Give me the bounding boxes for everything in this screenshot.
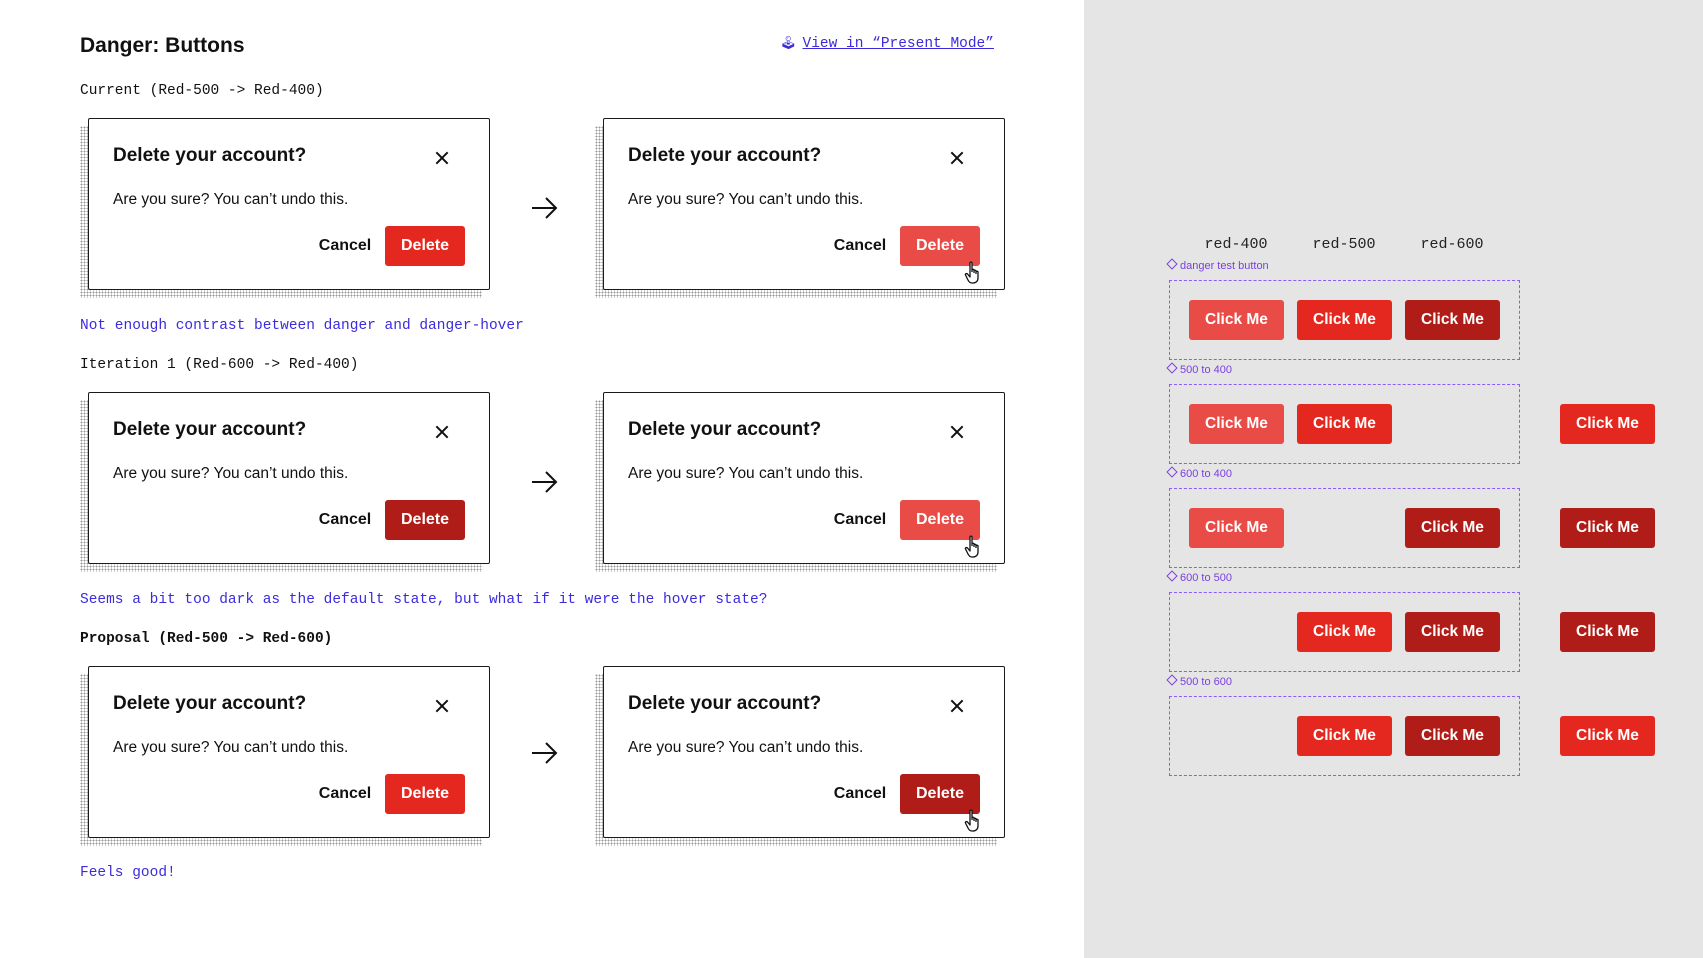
frame-label-500-to-600: 500 to 600 bbox=[1166, 674, 1232, 688]
arrow-right-icon bbox=[532, 197, 558, 219]
click-me-button-red-600[interactable]: Click Me bbox=[1405, 508, 1500, 548]
present-mode-link[interactable]: 🕹 View in “Present Mode” bbox=[780, 36, 994, 52]
delete-button[interactable]: Delete bbox=[385, 500, 465, 540]
delete-account-dialog: Delete your account? Are you sure? You c… bbox=[603, 666, 1005, 838]
click-me-button-red-500[interactable]: Click Me bbox=[1297, 404, 1392, 444]
section-heading-iteration-1: Iteration 1 (Red-600 -> Red-400) bbox=[80, 357, 359, 373]
click-me-button-red-400[interactable]: Click Me bbox=[1189, 508, 1284, 548]
section-heading-current: Current (Red-500 -> Red-400) bbox=[80, 83, 324, 99]
button-test-panel: red-400 red-500 red-600 danger test butt… bbox=[1084, 0, 1703, 958]
delete-account-dialog: Delete your account? Are you sure? You c… bbox=[603, 392, 1005, 564]
section-note-iteration-1: Seems a bit too dark as the default stat… bbox=[80, 592, 768, 608]
frame-label-600-to-400: 600 to 400 bbox=[1166, 466, 1232, 480]
frame-label-500-to-400: 500 to 400 bbox=[1166, 362, 1232, 376]
arrow-right-icon bbox=[532, 471, 558, 493]
column-header-red-400: red-400 bbox=[1204, 236, 1268, 253]
dialog-message: Are you sure? You can’t undo this. bbox=[113, 739, 349, 756]
dialog-proposal-default: Delete your account? Are you sure? You c… bbox=[80, 666, 490, 846]
close-icon[interactable] bbox=[946, 147, 968, 169]
delete-account-dialog: Delete your account? Are you sure? You c… bbox=[88, 666, 490, 838]
column-header-red-600: red-600 bbox=[1420, 236, 1484, 253]
close-icon[interactable] bbox=[431, 421, 453, 443]
delete-button-hover[interactable]: Delete bbox=[900, 774, 980, 814]
dialog-title: Delete your account? bbox=[113, 145, 307, 166]
cancel-button[interactable]: Cancel bbox=[305, 500, 385, 540]
click-me-button-red-500[interactable]: Click Me bbox=[1297, 716, 1392, 756]
click-me-button-red-500[interactable]: Click Me bbox=[1297, 300, 1392, 340]
dialog-title: Delete your account? bbox=[628, 693, 822, 714]
dialog-message: Are you sure? You can’t undo this. bbox=[628, 465, 864, 482]
cancel-button[interactable]: Cancel bbox=[820, 774, 900, 814]
delete-account-dialog: Delete your account? Are you sure? You c… bbox=[88, 118, 490, 290]
click-me-button-red-400[interactable]: Click Me bbox=[1189, 404, 1284, 444]
delete-button-hover[interactable]: Delete bbox=[900, 226, 980, 266]
frame-label-text: 600 to 400 bbox=[1180, 468, 1232, 480]
joystick-icon: 🕹 bbox=[780, 36, 797, 51]
pointer-hand-icon bbox=[964, 261, 979, 284]
frame-500-to-600 bbox=[1169, 696, 1520, 776]
frame-500-to-400 bbox=[1169, 384, 1520, 464]
dialog-iteration-default: Delete your account? Are you sure? You c… bbox=[80, 392, 490, 572]
delete-button[interactable]: Delete bbox=[385, 226, 465, 266]
dialog-title: Delete your account? bbox=[628, 419, 822, 440]
frame-label-text: danger test button bbox=[1180, 260, 1269, 272]
click-me-button-instance[interactable]: Click Me bbox=[1560, 716, 1655, 756]
section-heading-proposal: Proposal (Red-500 -> Red-600) bbox=[80, 631, 333, 647]
page-title: Danger: Buttons bbox=[80, 34, 245, 57]
dialog-title: Delete your account? bbox=[628, 145, 822, 166]
delete-account-dialog: Delete your account? Are you sure? You c… bbox=[603, 118, 1005, 290]
cancel-button[interactable]: Cancel bbox=[820, 500, 900, 540]
section-note-current: Not enough contrast between danger and d… bbox=[80, 318, 524, 334]
click-me-button-red-600[interactable]: Click Me bbox=[1405, 612, 1500, 652]
present-mode-link-label: View in “Present Mode” bbox=[802, 36, 994, 52]
pointer-hand-icon bbox=[964, 809, 979, 832]
click-me-button-instance[interactable]: Click Me bbox=[1560, 508, 1655, 548]
click-me-button-instance[interactable]: Click Me bbox=[1560, 612, 1655, 652]
frame-label-text: 500 to 600 bbox=[1180, 676, 1232, 688]
delete-button-hover[interactable]: Delete bbox=[900, 500, 980, 540]
click-me-button-red-600[interactable]: Click Me bbox=[1405, 300, 1500, 340]
frame-label-600-to-500: 600 to 500 bbox=[1166, 570, 1232, 584]
frame-label-text: 600 to 500 bbox=[1180, 572, 1232, 584]
dialog-current-default: Delete your account? Are you sure? You c… bbox=[80, 118, 490, 298]
pointer-hand-icon bbox=[964, 535, 979, 558]
dialog-title: Delete your account? bbox=[113, 693, 307, 714]
frame-label-danger-test: danger test button bbox=[1166, 258, 1269, 272]
dialog-iteration-hover: Delete your account? Are you sure? You c… bbox=[595, 392, 1005, 572]
frame-label-text: 500 to 400 bbox=[1180, 364, 1232, 376]
dialog-message: Are you sure? You can’t undo this. bbox=[113, 191, 349, 208]
dialog-message: Are you sure? You can’t undo this. bbox=[628, 191, 864, 208]
cancel-button[interactable]: Cancel bbox=[305, 226, 385, 266]
click-me-button-red-500[interactable]: Click Me bbox=[1297, 612, 1392, 652]
cancel-button[interactable]: Cancel bbox=[305, 774, 385, 814]
frame-600-to-500 bbox=[1169, 592, 1520, 672]
delete-account-dialog: Delete your account? Are you sure? You c… bbox=[88, 392, 490, 564]
component-icon bbox=[1166, 466, 1178, 478]
component-icon bbox=[1166, 570, 1178, 582]
dialog-title: Delete your account? bbox=[113, 419, 307, 440]
dialog-message: Are you sure? You can’t undo this. bbox=[113, 465, 349, 482]
click-me-button-red-600[interactable]: Click Me bbox=[1405, 716, 1500, 756]
column-header-red-500: red-500 bbox=[1312, 236, 1376, 253]
frame-danger-test-button bbox=[1169, 280, 1520, 360]
dialog-message: Are you sure? You can’t undo this. bbox=[628, 739, 864, 756]
component-icon bbox=[1166, 674, 1178, 686]
section-note-proposal: Feels good! bbox=[80, 865, 176, 881]
close-icon[interactable] bbox=[431, 695, 453, 717]
design-artboard: Danger: Buttons 🕹View in “Present Mode” … bbox=[0, 0, 1084, 958]
cancel-button[interactable]: Cancel bbox=[820, 226, 900, 266]
close-icon[interactable] bbox=[431, 147, 453, 169]
delete-button[interactable]: Delete bbox=[385, 774, 465, 814]
arrow-right-icon bbox=[532, 742, 558, 764]
close-icon[interactable] bbox=[946, 695, 968, 717]
dialog-proposal-hover: Delete your account? Are you sure? You c… bbox=[595, 666, 1005, 846]
click-me-button-instance[interactable]: Click Me bbox=[1560, 404, 1655, 444]
component-icon bbox=[1166, 362, 1178, 374]
close-icon[interactable] bbox=[946, 421, 968, 443]
click-me-button-red-400[interactable]: Click Me bbox=[1189, 300, 1284, 340]
component-icon bbox=[1166, 258, 1178, 270]
dialog-current-hover: Delete your account? Are you sure? You c… bbox=[595, 118, 1005, 298]
frame-600-to-400 bbox=[1169, 488, 1520, 568]
